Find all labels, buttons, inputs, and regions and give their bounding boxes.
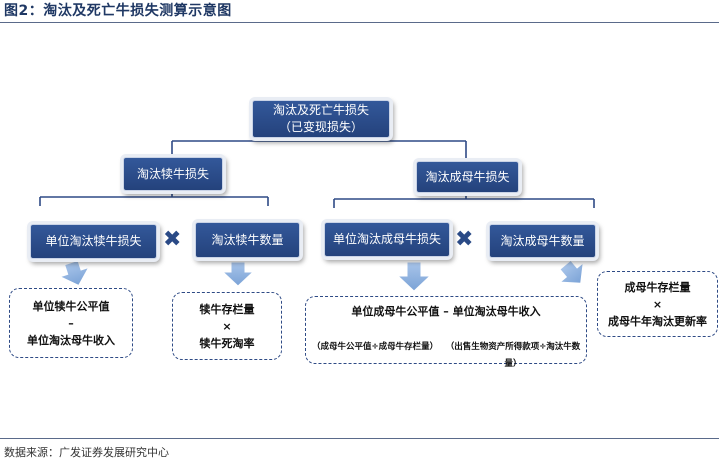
block-arrow-cow-unit — [396, 261, 432, 292]
cow-inventory: 成母牛存栏量 — [624, 280, 691, 294]
times-icon-calf: ✖ — [163, 227, 182, 252]
times-icon-cow: ✖ — [455, 227, 474, 252]
formula-cow-count: 成母牛存栏量 × 成母牛年淘汰更新率 — [597, 271, 718, 337]
cow-unit-loss-label: 单位淘汰成母牛损失 — [332, 232, 441, 246]
box-cow-count: 淘汰成母牛数量 — [489, 224, 596, 258]
multiply-sign: × — [222, 319, 232, 333]
block-arrow-calf-unit — [58, 259, 90, 287]
formula-calf-unit: 单位犊牛公平值 – 单位淘汰母牛收入 — [9, 288, 133, 358]
source-note: 数据来源：广发证券发展研究中心 — [4, 446, 169, 459]
cow-unit-main-formula: 单位成母牛公平值 – 单位淘汰母牛收入 — [351, 305, 541, 318]
multiply-sign-cow: × — [652, 297, 663, 311]
minus-sign: – — [68, 316, 74, 330]
figure-title: 图2：淘汰及死亡牛损失测算示意图 — [4, 3, 232, 19]
bottom-rule — [0, 438, 719, 439]
block-arrow-cow-count — [558, 259, 584, 284]
top-rule — [0, 22, 719, 23]
box-calf-unit-loss: 单位淘汰犊牛损失 — [30, 224, 157, 259]
calf-unit-loss-label: 单位淘汰犊牛损失 — [45, 234, 142, 248]
cow-fair-value-note: （成母牛公平值÷成母牛存栏量） — [312, 342, 439, 352]
box-cow-unit-loss: 单位淘汰成母牛损失 — [324, 222, 450, 257]
cull-cow-income: 单位淘汰母牛收入 — [27, 333, 115, 347]
calf-count-label: 淘汰犊牛数量 — [211, 232, 284, 247]
cull-income-note: （出售生物资产所得款项÷淘汰牛数量） — [445, 342, 581, 369]
calf-loss-label: 淘汰犊牛损失 — [136, 166, 209, 181]
cow-count-label: 淘汰成母牛数量 — [500, 233, 585, 248]
bracket-cow — [333, 192, 595, 208]
cow-loss-label: 淘汰成母牛损失 — [425, 169, 510, 184]
box-calf-loss: 淘汰犊牛损失 — [123, 157, 223, 191]
block-arrow-calf-count — [221, 261, 255, 287]
calf-inventory: 犊牛存栏量 — [199, 302, 255, 316]
bracket-calf — [39, 190, 269, 206]
formula-cow-unit: 单位成母牛公平值 – 单位淘汰母牛收入 （成母牛公平值÷成母牛存栏量） （出售生… — [305, 296, 587, 369]
root-subtitle: （已变现损失） — [278, 120, 363, 134]
root-box-total-loss: 淘汰及死亡牛损失 （已变现损失） — [252, 100, 390, 138]
box-calf-count: 淘汰犊牛数量 — [195, 222, 300, 258]
root-title: 淘汰及死亡牛损失 — [272, 103, 369, 117]
calf-fair-value: 单位犊牛公平值 — [32, 299, 110, 313]
cow-replacement-rate: 成母牛年淘汰更新率 — [608, 314, 707, 328]
box-cow-loss: 淘汰成母牛损失 — [416, 161, 519, 193]
calf-mortality-rate: 犊牛死淘率 — [199, 336, 255, 350]
formula-calf-count: 犊牛存栏量 × 犊牛死淘率 — [172, 292, 282, 360]
